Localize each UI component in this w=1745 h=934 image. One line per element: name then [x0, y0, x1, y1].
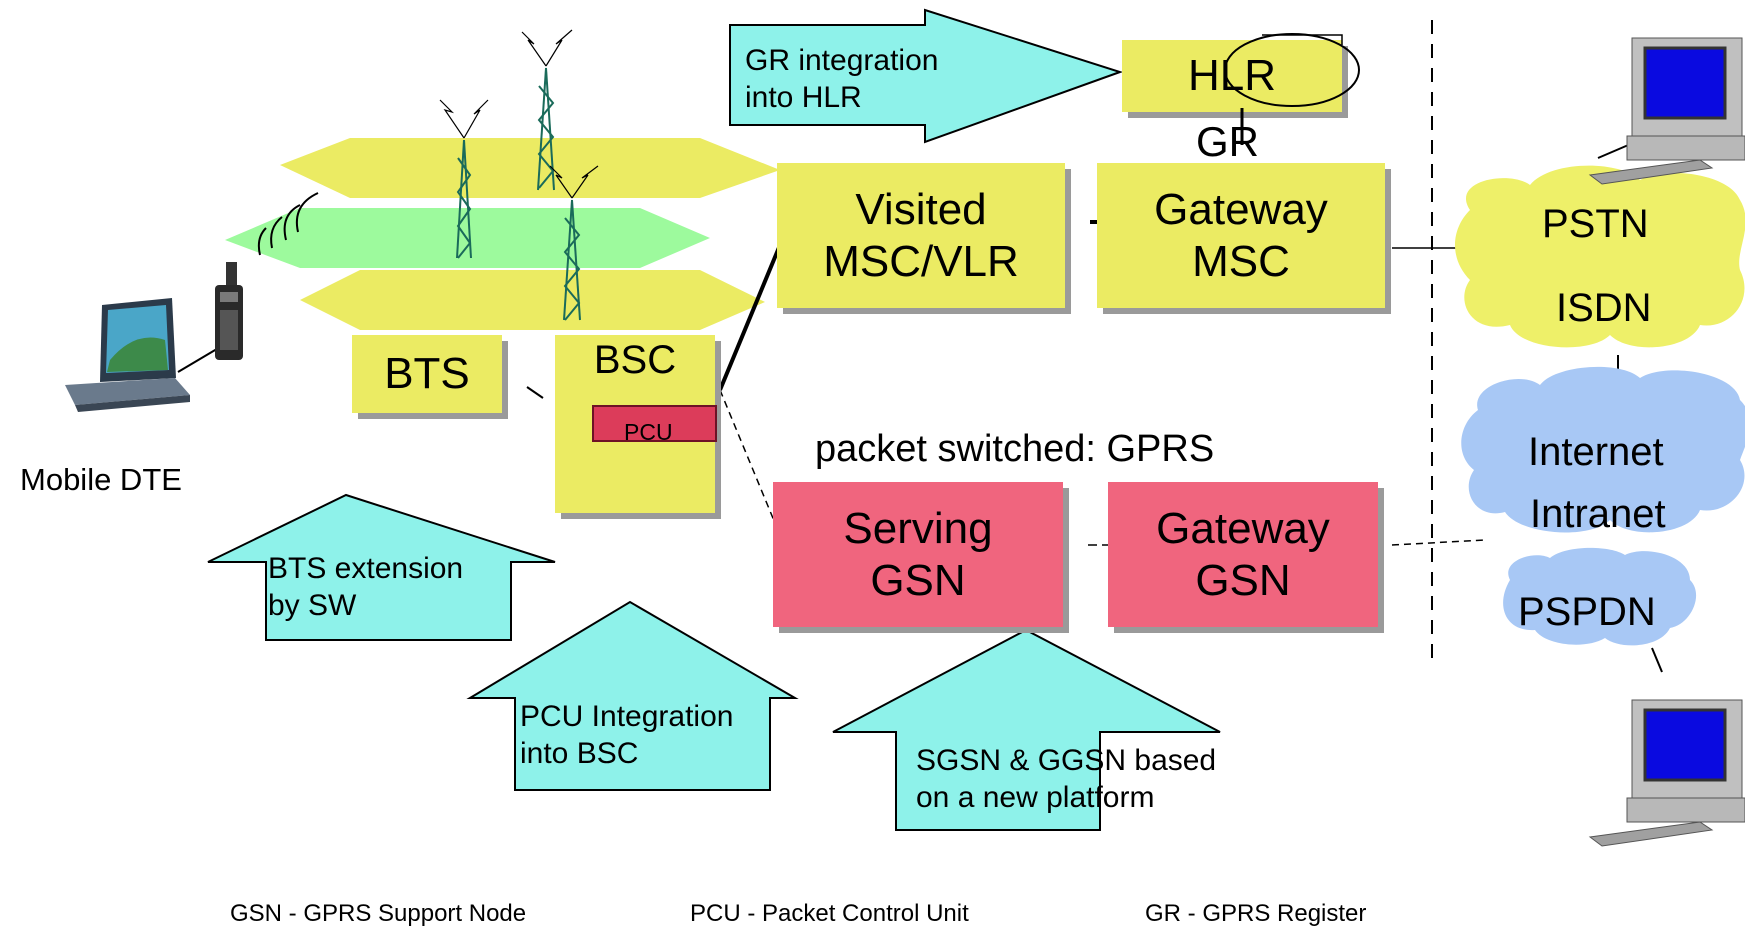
sgsn-ggsn-line2: on a new platform: [916, 781, 1155, 814]
gr-label: GR: [1196, 118, 1259, 165]
antenna-signal-icon: [439, 29, 599, 199]
antenna-tower-icon: [456, 67, 581, 321]
intranet-label: Intranet: [1530, 492, 1666, 536]
sgsn-ggsn-line1: SGSN & GGSN based: [916, 744, 1217, 777]
mobile-phone-icon: [215, 262, 243, 360]
cell-layer-top: [280, 138, 780, 198]
pcu-label: PCU: [624, 419, 673, 445]
bts-extension-arrow-shape: [207, 493, 556, 641]
bsc-label: BSC: [593, 338, 677, 382]
gr-integration-line2: into HLR: [745, 81, 862, 114]
bts-extension-callout: BTS extension by SW: [268, 550, 463, 624]
isdn-label: ISDN: [1556, 286, 1652, 330]
gateway-msc-line2: MSC: [1192, 236, 1290, 286]
cloud-icon: [1503, 547, 1697, 646]
gr-integration-arrow-shape: [729, 8, 1124, 144]
pcu-node: PCU: [592, 405, 717, 445]
hlr-node: HLR: [1122, 40, 1342, 112]
bts-node: BTS: [352, 335, 502, 413]
gr-integration-line1: GR integration: [745, 44, 939, 77]
pspdn-label: PSPDN: [1518, 590, 1656, 634]
gateway-msc-node: Gateway MSC: [1097, 163, 1385, 308]
visited-msc-line1: Visited: [855, 184, 987, 234]
serving-gsn-line2: GSN: [870, 555, 966, 605]
packet-switched-label: packet switched: GPRS: [815, 428, 1215, 470]
gateway-gsn-line2: GSN: [1195, 555, 1291, 605]
laptop-icon: [65, 298, 190, 412]
pcu-integration-arrow-shape: [466, 600, 799, 791]
bts-label: BTS: [384, 349, 470, 398]
pcu-integration-callout: PCU Integration into BSC: [520, 698, 733, 772]
gr-integration-callout: GR integration into HLR: [745, 42, 938, 116]
sgsn-ggsn-callout: SGSN & GGSN based on a new platform: [916, 742, 1216, 816]
serving-gsn-line1: Serving: [843, 503, 993, 553]
sgsn-arrow-shape: [832, 628, 1221, 831]
visited-msc-line2: MSC/VLR: [823, 236, 1019, 286]
bts-extension-line1: BTS extension: [268, 552, 464, 585]
cloud-icon: [1455, 165, 1745, 348]
desktop-computer-icon: [1588, 699, 1745, 847]
internet-label: Internet: [1528, 430, 1664, 474]
gateway-msc-line1: Gateway: [1154, 184, 1328, 234]
visited-msc-node: Visited MSC/VLR: [777, 163, 1065, 308]
hlr-label: HLR: [1187, 51, 1277, 100]
cell-layer-bottom: [300, 270, 765, 330]
bts-extension-line2: by SW: [268, 589, 357, 622]
legend-gsn: GSN - GPRS Support Node: [230, 900, 527, 927]
radio-waves-icon: [257, 192, 319, 256]
serving-gsn-node: Serving GSN: [773, 482, 1063, 627]
legend-gr: GR - GPRS Register: [1145, 900, 1367, 927]
gateway-gsn-node: Gateway GSN: [1108, 482, 1378, 627]
desktop-computer-icon: [1588, 37, 1745, 185]
pstn-label: PSTN: [1542, 202, 1649, 246]
gateway-gsn-line1: Gateway: [1156, 503, 1330, 553]
cloud-icon: [1461, 366, 1745, 533]
legend-pcu: PCU - Packet Control Unit: [690, 900, 969, 927]
pcu-integration-line2: into BSC: [520, 737, 639, 770]
pcu-integration-line1: PCU Integration: [520, 700, 734, 733]
mobile-dte-label: Mobile DTE: [20, 462, 182, 497]
